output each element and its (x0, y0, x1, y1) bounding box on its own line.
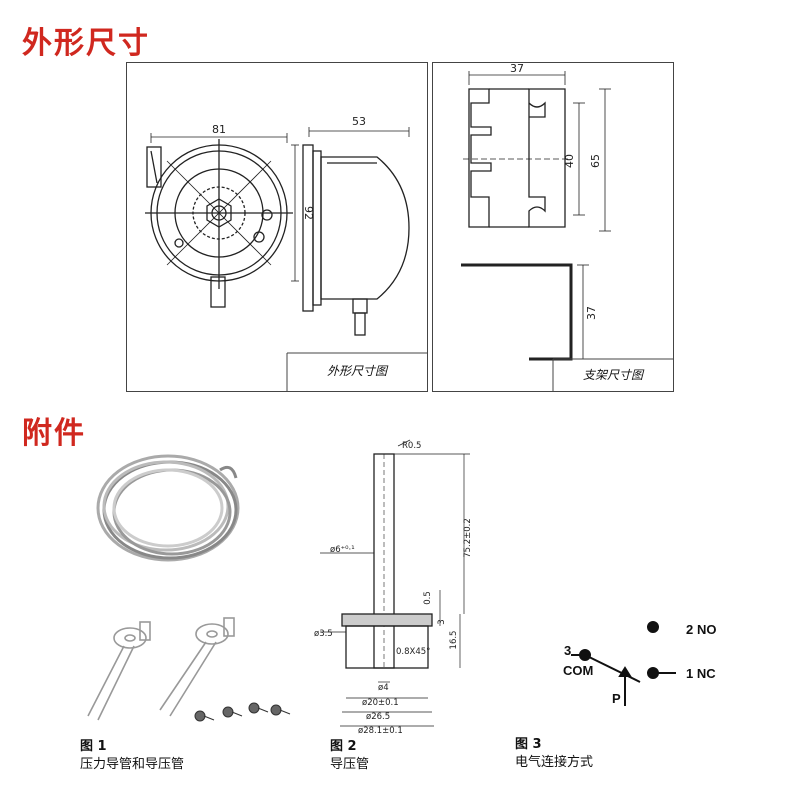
screws (194, 702, 291, 722)
outline-drawing-frame: 81 92 53 外形尺寸图 (126, 62, 428, 392)
bracket-inner-height-label: 40 (563, 154, 576, 168)
tubing-coil (96, 454, 240, 562)
bracket-outer-height-label: 65 (589, 154, 602, 168)
figure3-caption: 图 3 电气连接方式 (515, 736, 593, 772)
section-title-accessories: 附件 (22, 416, 86, 451)
bracket-caption: 支架尺寸图 (583, 368, 645, 382)
bracket-side-height-label: 37 (585, 306, 598, 320)
figure2-caption: 图 2 导压管 (330, 738, 369, 774)
figure2-description: 导压管 (330, 757, 370, 772)
fig2-flange-top-label: 0.5 (423, 591, 433, 605)
fig2-tip-label: ø4 (378, 683, 389, 693)
fig2-d281-label: ø28.1±0.1 (358, 726, 403, 736)
fig2-radius-label: R0.5 (402, 441, 421, 451)
figure2-number: 图 2 (330, 739, 357, 754)
outline-drawing: 81 92 53 外形尺寸图 (145, 115, 427, 391)
figure3-description: 电气连接方式 (515, 755, 594, 770)
pressure-tube-fittings (87, 617, 235, 721)
outline-height-label: 92 (302, 206, 315, 220)
bracket-drawing: 37 40 65 37 支架尺寸图 (461, 63, 673, 391)
outline-depth-label: 53 (352, 115, 366, 128)
fig2-bore-label: ø6⁺⁰·¹ (330, 545, 355, 555)
fig3-no-number: 2 (686, 622, 693, 637)
bracket-width-label: 37 (510, 63, 524, 75)
outline-caption: 外形尺寸图 (327, 364, 389, 378)
fig2-hole-label: ø3.5 (314, 629, 333, 639)
fig2-length-label: 75.2±0.2 (463, 518, 473, 558)
fig2-stub-label: 16.5 (449, 631, 459, 650)
fig3-pressure-label: P (612, 691, 621, 706)
figure1-description: 压力导管和导压管 (80, 757, 185, 772)
figure3-number: 图 3 (515, 737, 542, 752)
fig3-no-label: NO (697, 622, 717, 637)
fig2-flange-thick-label: 3 (437, 619, 447, 624)
figure1-number: 图 1 (80, 739, 107, 754)
fig3-nc-label: 1 NC (686, 666, 716, 681)
bracket-drawing-frame: 37 40 65 37 支架尺寸图 (432, 62, 674, 392)
section-title-dimensions: 外形尺寸 (22, 26, 150, 61)
fig3-com-number: 3 (564, 643, 571, 658)
fig2-d265-label: ø26.5 (366, 712, 390, 722)
figure1-caption: 图 1 压力导管和导压管 (80, 738, 184, 774)
fig2-d20-label: ø20±0.1 (362, 698, 399, 708)
fig3-com-label: COM (563, 663, 593, 678)
outline-width-label: 81 (212, 123, 226, 136)
fig2-chamfer-label: 0.8X45° (396, 647, 430, 657)
